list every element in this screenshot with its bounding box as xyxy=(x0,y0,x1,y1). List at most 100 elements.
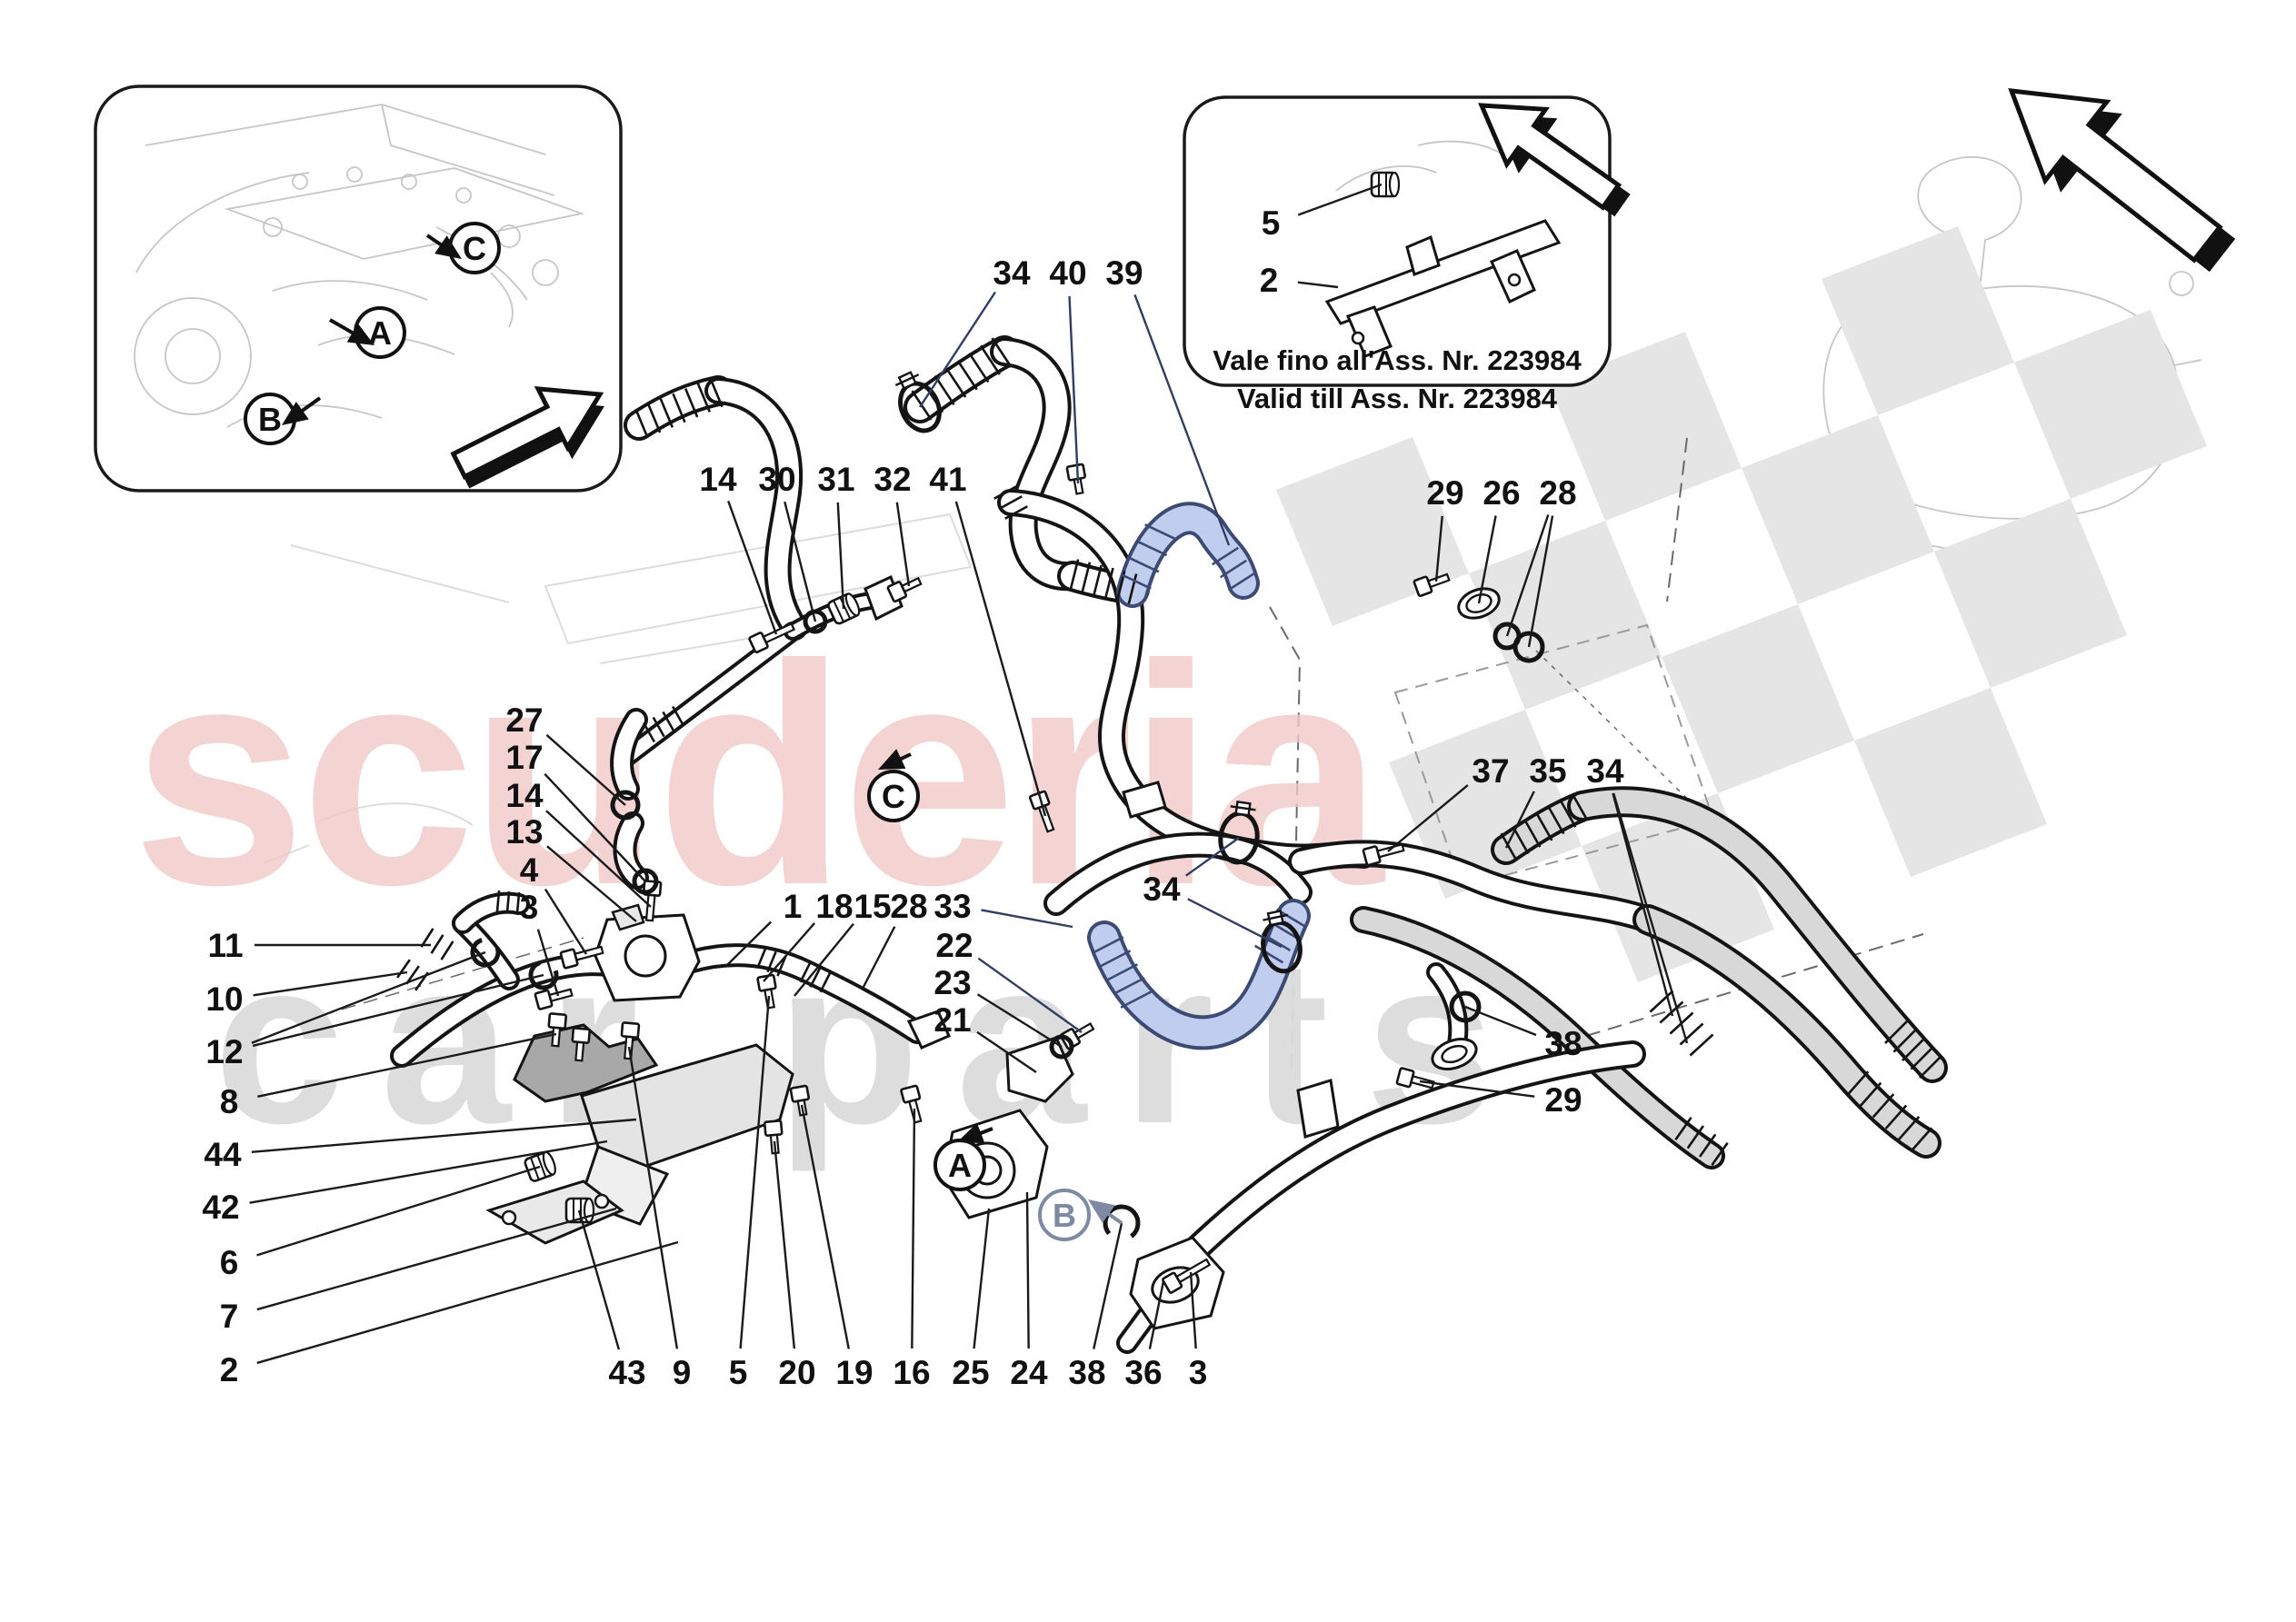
callout-number-3: 3 xyxy=(520,889,539,926)
bolt-icon xyxy=(571,1027,592,1062)
leader-line xyxy=(1527,515,1554,648)
bolt-icon xyxy=(559,945,604,970)
support-bracket xyxy=(1324,219,1562,325)
callout-number-35: 35 xyxy=(1529,752,1566,790)
hose-fill xyxy=(1292,843,1658,930)
callout-number-3: 3 xyxy=(1189,1354,1208,1391)
hose-corrugation xyxy=(642,721,656,743)
clamp-screw xyxy=(894,373,920,387)
bolt-head xyxy=(748,632,769,654)
hose-corrugation xyxy=(968,352,990,383)
callout-number-14: 14 xyxy=(505,777,544,814)
callout-number-15: 15 xyxy=(854,888,891,925)
hose-corrugation xyxy=(420,928,434,948)
hose-corrugation xyxy=(799,961,812,983)
hose-corrugation xyxy=(1004,505,1028,520)
marker-arrow-head xyxy=(878,749,906,770)
callout-number-18: 18 xyxy=(815,888,853,925)
hose-corrugation xyxy=(1120,990,1153,1009)
bolt-icon xyxy=(748,622,796,654)
leader-line xyxy=(546,845,637,922)
hose-clamp-icon xyxy=(894,371,942,433)
bolt-shaft xyxy=(551,1026,562,1048)
hose-corrugation xyxy=(1846,1070,1870,1096)
view-marker-C: C xyxy=(867,749,920,822)
hose-corrugation xyxy=(1910,1127,1933,1152)
grommet-rib xyxy=(833,600,844,622)
marker-letter: A xyxy=(368,314,392,352)
hose-corrugation xyxy=(1859,1081,1882,1107)
leader-line xyxy=(976,1030,1037,1073)
hose-corrugation xyxy=(1884,1104,1908,1129)
hose-corrugation xyxy=(1679,1022,1704,1046)
o-ring-icon xyxy=(632,868,659,895)
validity-note-box: Vale fino all'Ass. Nr. 223984 Valid till… xyxy=(1183,95,1612,414)
direction-arrows xyxy=(450,88,2236,489)
callout-number-34: 34 xyxy=(1143,871,1181,908)
clamp-screw xyxy=(1263,913,1289,921)
bolt-head xyxy=(1413,575,1433,598)
clamp-screw xyxy=(1230,805,1256,811)
hose-corrugation xyxy=(1872,1093,1895,1119)
leader-line xyxy=(1387,784,1469,852)
clamp-plate xyxy=(513,1023,659,1103)
hose-corrugation xyxy=(776,955,787,977)
marker-arrow-head xyxy=(434,235,462,259)
leader-line xyxy=(544,888,588,955)
hose-fill xyxy=(455,895,526,930)
bolt-icon xyxy=(547,1012,568,1048)
bracket-hole xyxy=(594,1193,610,1209)
hose-corrugation xyxy=(684,388,699,418)
thermostat-port xyxy=(624,934,667,978)
hose-corrugation xyxy=(1892,1029,1917,1053)
ghost-engine-sketch xyxy=(134,104,585,428)
hose-corrugation xyxy=(956,360,978,391)
callout-number-37: 37 xyxy=(1472,752,1509,790)
leader-line xyxy=(1612,792,1689,1044)
bolt-icon xyxy=(1162,1258,1212,1294)
hose-corrugation xyxy=(1219,559,1248,579)
bolt-icon xyxy=(534,988,574,1010)
leader-line xyxy=(1419,1080,1535,1098)
leader-line xyxy=(976,993,1063,1049)
hose-corrugation xyxy=(1523,819,1542,848)
hose-corrugation xyxy=(709,377,724,408)
hose-corrugation xyxy=(993,485,1017,500)
bolt-head xyxy=(756,973,777,992)
view-marker-B: B xyxy=(244,393,322,445)
leader-line xyxy=(256,1240,679,1365)
leader-line xyxy=(545,810,652,908)
callout-number-7: 7 xyxy=(220,1298,239,1335)
hose-corrugation xyxy=(1711,1141,1729,1167)
hose-corrugation xyxy=(1261,932,1292,952)
leader-line xyxy=(763,922,815,982)
pipe-ear xyxy=(1122,781,1167,819)
bracket-hole xyxy=(1351,331,1365,345)
hose-corrugation xyxy=(1136,540,1168,557)
leader-line xyxy=(911,1108,916,1349)
callout-number-39: 39 xyxy=(1105,254,1143,292)
hose-corrugation xyxy=(671,705,685,727)
bolt-head xyxy=(571,1027,592,1044)
callout-number-22: 22 xyxy=(935,927,973,964)
hose-clamp-icon xyxy=(1261,909,1303,974)
hose-corrugation xyxy=(634,408,649,439)
hose-corrugation xyxy=(991,337,1013,368)
bolt-head xyxy=(886,581,908,603)
callout-number-34: 34 xyxy=(1586,752,1624,790)
validity-line-italian: Vale fino all'Ass. Nr. 223984 xyxy=(1213,344,1582,376)
hose-corrugation xyxy=(659,398,674,428)
hose-clamp-icon xyxy=(1218,801,1260,865)
callout-number-38: 38 xyxy=(1544,1025,1582,1062)
leader-line xyxy=(1464,1005,1537,1037)
leader-line xyxy=(977,957,1083,1033)
leader-line xyxy=(1148,1280,1165,1349)
view-marker-B: B xyxy=(1038,1189,1123,1241)
marker-circle xyxy=(1038,1189,1091,1241)
hose-corrugation xyxy=(1144,523,1175,540)
hose-fill xyxy=(1001,493,1373,868)
callout-number-41: 41 xyxy=(929,461,966,498)
hose-corrugation xyxy=(1559,799,1577,828)
